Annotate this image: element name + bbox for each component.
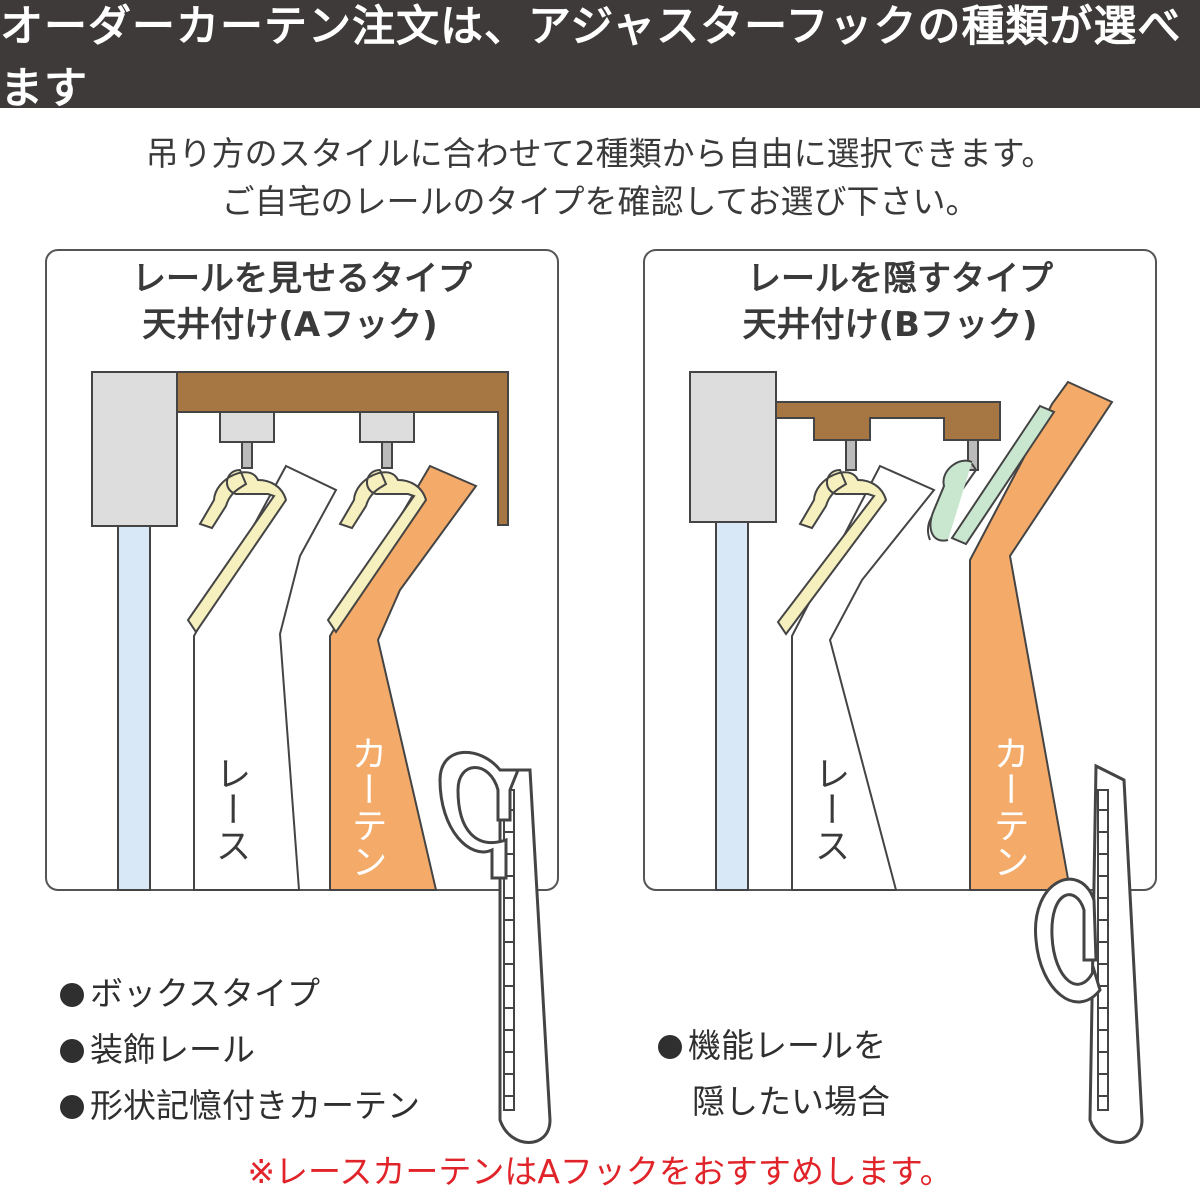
panel-b-bullet-line-1: 機能レールを [688,1026,886,1065]
window-glass [117,525,151,891]
panel-a-bullet-3: 形状記憶付きカーテン [60,1078,420,1134]
a-hook-2 [326,468,428,634]
panel-b-title-line-1: レールを隠すタイプ [747,259,1053,299]
header-title: オーダーカーテン注文は、アジャスターフックの種類が選べます [0,2,1182,114]
bullet-dot-icon [60,1039,84,1063]
b-hook-2 [950,404,1056,546]
panel-a-illustration: レース カーテン [91,371,509,891]
intro-line-2: ご自宅のレールのタイプを確認してお選び下さい。 [221,182,979,221]
panel-a-title-line-2: 天井付け(Aフック) [142,305,437,345]
recommendation-note: ※レースカーテンはAフックをおすすめします。 [247,1152,953,1191]
runner-1 [219,411,275,443]
panel-b-illustration: レース カーテン [689,371,1114,891]
panel-a-bullet-3-text: 形状記憶付きカーテン [90,1086,420,1125]
panel-b-curtain-label: カーテン [988,735,1029,879]
bullet-dot-icon [60,983,84,1007]
panel-b-bullets: 機能レールを 隠したい場合 [658,1018,890,1130]
panel-a-bullet-2: 装飾レール [60,1022,420,1078]
ceiling-block-b [689,371,777,523]
a-hook-1 [186,468,288,634]
b-hook-1 [776,468,888,636]
a-hook-large-icon [438,750,552,1144]
panel-a-lace-label: レース [210,755,251,863]
panel-a-bullet-1-text: ボックスタイプ [90,974,321,1013]
window-glass-b [715,521,749,891]
header-banner: オーダーカーテン注文は、アジャスターフックの種類が選べます [0,0,1200,114]
bullet-dot-icon [658,1035,682,1059]
b-hook-large-icon [1034,763,1144,1144]
panel-b-bullet-line-2: 隠したい場合 [692,1082,890,1121]
panel-b-bullet-1: 機能レールを [658,1018,890,1074]
functional-rail [775,401,1001,441]
panel-a-title-line-1: レールを見せるタイプ [132,259,472,299]
runner-2 [359,411,415,443]
panel-a-curtain-label: カーテン [346,735,387,879]
panel-b-bullet-2: 隠したい場合 [658,1074,890,1130]
panel-b-lace-label: レース [809,755,850,863]
panel-b-title-line-2: 天井付け(Bフック) [743,305,1038,345]
panel-a-bullet-1: ボックスタイプ [60,966,420,1022]
intro-text: 吊り方のスタイルに合わせて2種類から自由に選択できます。 ご自宅のレールのタイプ… [0,130,1200,226]
bullet-dot-icon [60,1095,84,1119]
panel-a-bullets: ボックスタイプ 装飾レール 形状記憶付きカーテン [60,966,420,1134]
decorative-rail [176,371,509,526]
curtain-panel [329,464,478,891]
ceiling-block [91,371,178,527]
intro-line-1: 吊り方のスタイルに合わせて2種類から自由に選択できます。 [145,134,1055,173]
panel-a-bullet-2-text: 装飾レール [90,1030,255,1069]
